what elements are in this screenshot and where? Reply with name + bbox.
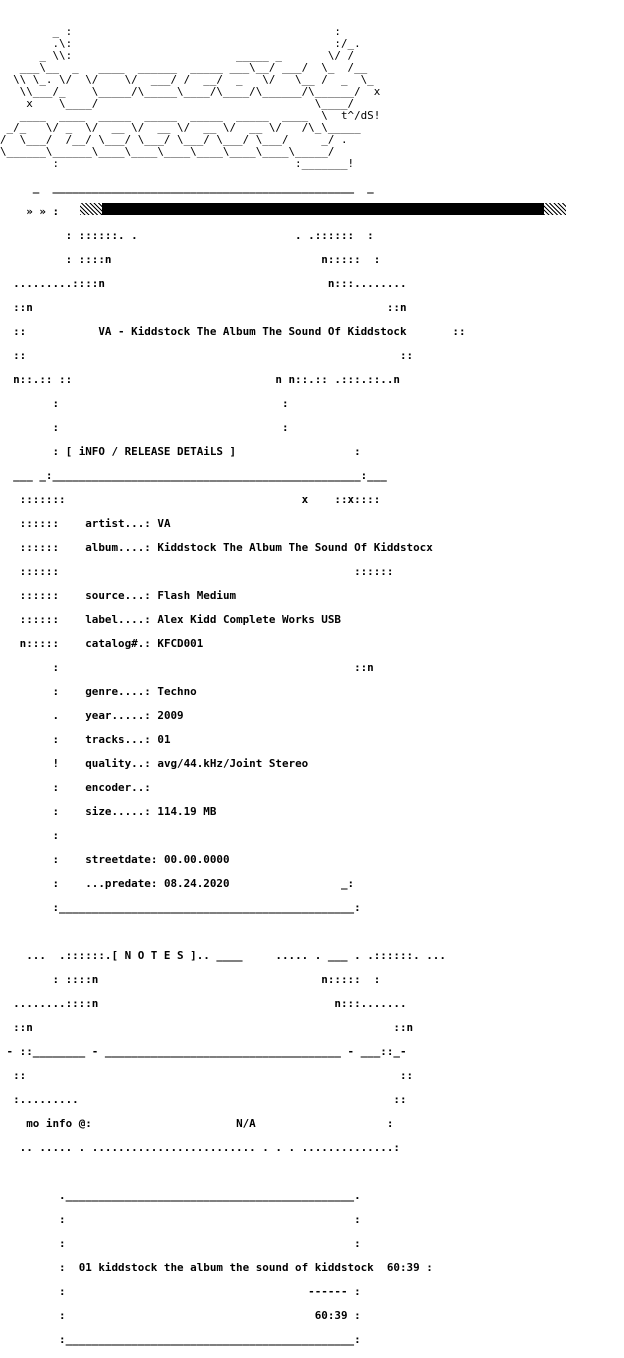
detail-size: : size.....: 114.19 MB (0, 805, 217, 818)
detail-source: :::::: source...: Flash Medium (0, 589, 237, 602)
notes-row: mo info @: N/A : (26, 1117, 394, 1130)
detail-catalog: n::::: catalog#.: KFCD001 (0, 637, 204, 650)
detail-label: :::::: label....: Alex Kidd Complete Wor… (0, 613, 341, 626)
detail-artist: :::::: artist...: VA (0, 517, 171, 530)
arrows-row: » » : : » » (0, 205, 394, 218)
detail-year: . year.....: 2009 (0, 709, 184, 722)
detail-quality: ! quality..: avg/44.kHz/Joint Stereo (0, 757, 309, 770)
detail-streetdate: : streetdate: 00.00.0000 (0, 853, 230, 866)
detail-album: :::::: album....: Kiddstock The Album Th… (0, 541, 433, 554)
detail-predate: : ...predate: 08.24.2020 _: (0, 877, 355, 890)
info-header: [ iNFO / RELEASE DETAiLS ] (65, 445, 237, 458)
progress-bar-shade-right (544, 203, 566, 215)
total-time-row: : 60:39 : (0, 1309, 361, 1322)
detail-encoder: : encoder..: (0, 781, 151, 794)
notes-label: mo info @: (26, 1117, 92, 1130)
detail-tracks: : tracks...: 01 (0, 733, 171, 746)
track-time: 60:39 (386, 1261, 420, 1274)
detail-genre: : genre....: Techno (0, 685, 197, 698)
release-title: VA - Kiddstock The Album The Sound Of Ki… (98, 325, 407, 338)
release-title-row: :: VA - Kiddstock The Album The Sound Of… (0, 325, 466, 338)
notes-value: N/A (236, 1117, 256, 1130)
progress-bar-decoration (102, 203, 544, 215)
header-ascii-logo: _ : : .\: :/_. _ \\: _____ _ \/ / ___\__… (0, 25, 407, 170)
total-time: 60:39 (314, 1309, 348, 1322)
progress-bar-shade-left (80, 203, 102, 215)
info-header-row: : [ iNFO / RELEASE DETAiLS ] : (0, 445, 361, 458)
nfo-document: _ : : .\: :/_. _ \\: _____ _ \/ / ___\__… (0, 14, 624, 1358)
notes-header: [ N O T E S ] (111, 949, 197, 962)
track-title: 01 kiddstock the album the sound of kidd… (78, 1261, 374, 1274)
notes-header-row: ... .::::::.[ N O T E S ].. ____ ..... .… (0, 949, 446, 962)
track-row: : 01 kiddstock the album the sound of ki… (0, 1261, 433, 1274)
